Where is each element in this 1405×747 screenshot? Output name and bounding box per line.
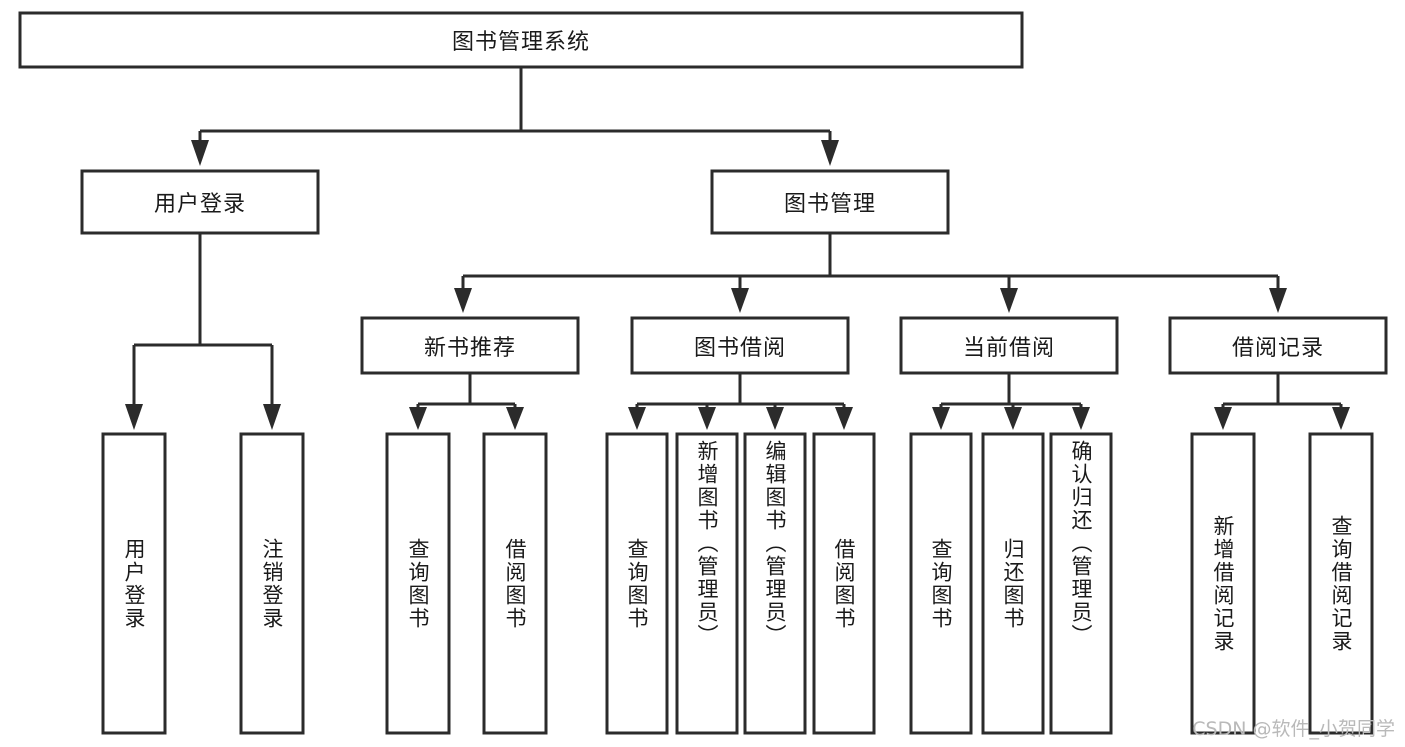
connector-group-current-borrow bbox=[932, 373, 1090, 430]
arrow-head-leaf-borrow-book-1 bbox=[506, 407, 524, 430]
arrow-head-leaf-add-book bbox=[698, 407, 716, 430]
node-root[interactable] bbox=[18, 11, 1024, 69]
node-book-borrow[interactable] bbox=[630, 316, 850, 375]
csdn-watermark: CSDN @软件_小贺同学 bbox=[1192, 718, 1395, 740]
arrow-head-leaf-user-login bbox=[125, 404, 143, 430]
arrow-head-leaf-query-book-3 bbox=[932, 407, 950, 430]
node-leaf-query-book-1[interactable] bbox=[385, 432, 451, 735]
node-leaf-user-login[interactable] bbox=[101, 432, 167, 735]
node-leaf-query-book-3[interactable] bbox=[909, 432, 973, 735]
node-borrow-record[interactable] bbox=[1168, 316, 1388, 375]
node-leaf-confirm-return[interactable] bbox=[1049, 432, 1113, 735]
node-leaf-query-book-2[interactable] bbox=[605, 432, 669, 735]
arrow-head-borrow-record bbox=[1269, 288, 1287, 313]
connector-group-new-book-recommend bbox=[409, 373, 524, 430]
arrow-head-leaf-confirm-return bbox=[1072, 407, 1090, 430]
connector-group-book-borrow bbox=[628, 373, 853, 430]
arrow-head-leaf-borrow-book-2 bbox=[835, 407, 853, 430]
arrow-head-leaf-query-book-2 bbox=[628, 407, 646, 430]
arrow-head-book-manage bbox=[821, 140, 839, 166]
arrow-head-leaf-return-book bbox=[1004, 407, 1022, 430]
node-leaf-add-book[interactable] bbox=[675, 432, 739, 735]
connector-group-book-manage bbox=[454, 233, 1287, 313]
node-leaf-edit-book[interactable] bbox=[743, 432, 807, 735]
node-user-login[interactable] bbox=[80, 169, 320, 235]
node-leaf-logout[interactable] bbox=[239, 432, 305, 735]
arrow-head-leaf-add-record bbox=[1214, 407, 1232, 430]
connector-group-borrow-record bbox=[1214, 373, 1350, 430]
arrow-head-user-login bbox=[191, 140, 209, 166]
arrow-head-book-borrow bbox=[731, 288, 749, 313]
node-new-book-recommend[interactable] bbox=[360, 316, 580, 375]
node-current-borrow[interactable] bbox=[899, 316, 1119, 375]
node-leaf-return-book[interactable] bbox=[981, 432, 1045, 735]
arrow-head-leaf-query-record bbox=[1332, 407, 1350, 430]
arrow-head-new-book-recommend bbox=[454, 288, 472, 313]
node-leaf-borrow-book-2[interactable] bbox=[812, 432, 876, 735]
connector-group-root bbox=[191, 67, 839, 166]
arrow-head-leaf-query-book-1 bbox=[409, 407, 427, 430]
arrow-head-leaf-edit-book bbox=[766, 407, 784, 430]
node-book-manage[interactable] bbox=[710, 169, 950, 235]
node-leaf-query-record[interactable] bbox=[1308, 432, 1374, 735]
node-leaf-borrow-book-1[interactable] bbox=[482, 432, 548, 735]
connector-group-user-login bbox=[125, 233, 281, 430]
node-leaf-add-record[interactable] bbox=[1190, 432, 1256, 735]
arrow-head-leaf-logout bbox=[263, 404, 281, 430]
arrow-head-current-borrow bbox=[1000, 288, 1018, 313]
